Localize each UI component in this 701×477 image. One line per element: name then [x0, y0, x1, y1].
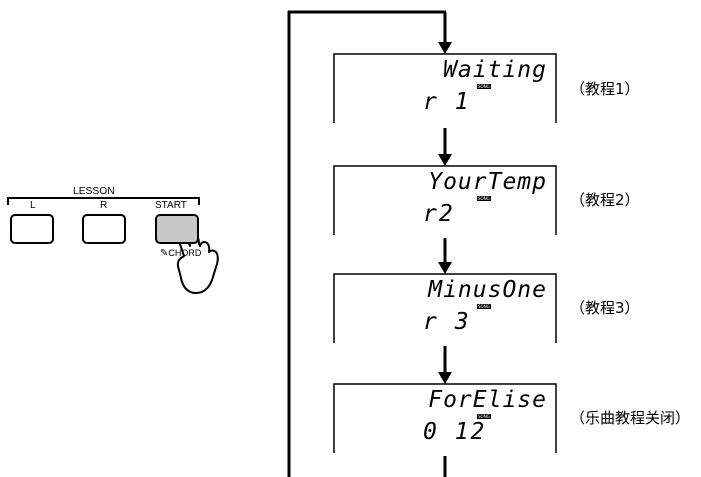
lcd-top-text: ForElise — [428, 387, 547, 413]
lcd-bottom-text: r 3 — [423, 309, 471, 335]
lcd-display-3: MinusOne SONG r 3 — [333, 273, 557, 343]
start-button[interactable] — [155, 214, 199, 244]
song-indicator: SONG — [477, 414, 491, 419]
lesson-divider — [7, 197, 200, 199]
l-button[interactable] — [10, 214, 54, 244]
lesson-title: LESSON — [73, 186, 115, 197]
arrow-4-icon — [438, 372, 452, 384]
l-button-label: L — [30, 200, 36, 211]
lcd-display-1: Waiting SONG r 1 — [333, 53, 557, 123]
r-button-label: R — [100, 200, 108, 211]
lcd-top-text: MinusOne — [428, 277, 547, 303]
display-1-caption: （教程1） — [570, 80, 640, 98]
song-indicator: SONG — [477, 196, 491, 201]
song-indicator: SONG — [477, 84, 491, 89]
pencil-icon: ✎ — [160, 248, 169, 259]
chord-label: ✎CHORD — [160, 248, 202, 259]
lcd-top-text: Waiting — [443, 57, 547, 83]
lcd-display-2: YourTemp SONG r2 — [333, 165, 557, 235]
arrow-3-icon — [438, 262, 452, 274]
start-button-label: START — [155, 200, 187, 211]
arrow-1-icon — [438, 42, 452, 54]
lcd-bottom-text: 0 12 — [423, 419, 487, 445]
display-3-caption: （教程3） — [570, 299, 640, 317]
lcd-top-text: YourTemp — [428, 169, 547, 195]
lcd-bottom-text: r2 — [423, 201, 455, 227]
display-2-caption: （教程2） — [570, 191, 640, 209]
r-button[interactable] — [82, 214, 126, 244]
lcd-bottom-text: r 1 — [423, 89, 471, 115]
song-indicator: SONG — [477, 304, 491, 309]
display-4-caption: （乐曲教程关闭） — [570, 409, 691, 427]
lcd-display-4: ForElise SONG 0 12 — [333, 383, 557, 453]
arrow-2-icon — [438, 154, 452, 166]
